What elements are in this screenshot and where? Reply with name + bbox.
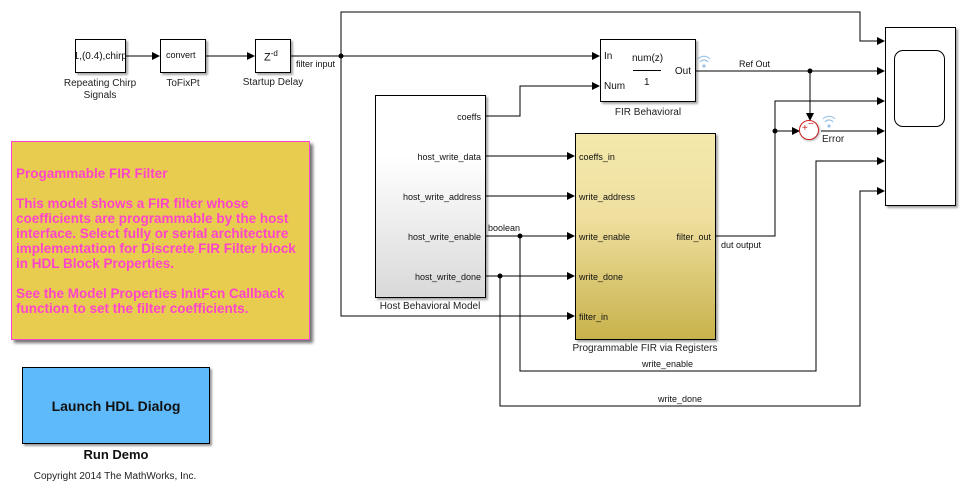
junction-ref-out xyxy=(807,68,813,74)
host-port-write-address: host_write_address xyxy=(402,192,481,202)
signal-logging-icon xyxy=(822,115,836,128)
host-behavioral-model-caption: Host Behavioral Model xyxy=(379,301,481,312)
tofixpt-block-content: convert xyxy=(166,50,196,60)
fir-denominator: 1 xyxy=(644,77,650,88)
scope-screen-icon xyxy=(894,50,945,127)
dut-port-filter-in: filter_in xyxy=(579,312,609,322)
chirp-block-content: 1,(0.4),chirp xyxy=(75,51,126,62)
sum-plus-sign: + xyxy=(802,123,808,134)
tofixpt-block[interactable]: convert xyxy=(160,39,206,73)
junction-filter-input xyxy=(338,53,344,59)
model-description-note: Progammable FIR Filter This model shows … xyxy=(11,141,310,340)
scope-block[interactable] xyxy=(885,27,956,206)
note-title: Progammable FIR Filter xyxy=(16,166,168,181)
fir-in-port: In xyxy=(604,51,613,62)
host-port-write-enable: host_write_enable xyxy=(407,232,481,242)
dut-port-write-address: write_address xyxy=(579,192,636,202)
dut-port-write-done: write_done xyxy=(579,272,624,282)
fir-behavioral-block[interactable]: In Num Out num(z) 1 xyxy=(600,39,696,102)
tofixpt-caption: ToFixPt xyxy=(166,78,200,89)
note-paragraph-2: See the Model Properties InitFcn Callbac… xyxy=(16,286,285,316)
signal-label-dut-output: dut output xyxy=(721,240,762,250)
startup-delay-caption: Startup Delay xyxy=(242,77,304,88)
dut-port-coeffs-in: coeffs_in xyxy=(579,152,615,162)
wire-filter-input-to-dut xyxy=(340,56,575,320)
signal-label-ref-out: Ref Out xyxy=(739,59,771,69)
delay-block-content: Z-d xyxy=(264,49,278,64)
signal-label-write-done: write_done xyxy=(658,394,703,404)
fir-fraction-bar xyxy=(633,70,661,71)
junction-write-enable xyxy=(517,233,523,239)
signal-label-filter-input: filter input xyxy=(296,59,336,69)
wire-filter-input-to-scope xyxy=(340,11,885,56)
copyright-text: Copyright 2014 The MathWorks, Inc. xyxy=(33,471,197,482)
host-behavioral-model-block[interactable]: coeffs host_write_data host_write_addres… xyxy=(375,95,486,298)
dut-port-write-enable: write_enable xyxy=(579,232,631,242)
error-sum-caption: Error xyxy=(822,134,845,145)
wire-write-done-to-scope xyxy=(499,187,885,407)
host-port-write-data: host_write_data xyxy=(417,152,481,162)
junction-write-done xyxy=(497,273,503,279)
wire-dut-output xyxy=(716,97,885,237)
fir-numerator: num(z) xyxy=(632,53,664,64)
fir-out-port: Out xyxy=(674,66,691,77)
launch-hdl-dialog-button[interactable]: Launch HDL Dialog xyxy=(22,367,210,444)
sum-minus-sign: − xyxy=(808,119,814,130)
note-paragraph-1: This model shows a FIR filter whose coef… xyxy=(16,196,296,271)
chirp-block-caption: Repeating Chirp Signals xyxy=(63,78,137,101)
error-sum-block[interactable]: + − xyxy=(799,120,819,140)
wire-coeffs xyxy=(485,82,600,117)
run-demo-caption: Run Demo xyxy=(83,447,149,462)
signal-logging-icon xyxy=(697,55,711,68)
fir-num-port: Num xyxy=(604,81,626,92)
dut-port-filter-out: filter_out xyxy=(676,232,711,242)
chirp-source-block[interactable]: 1,(0.4),chirp xyxy=(75,39,126,73)
fir-behavioral-caption: FIR Behavioral xyxy=(614,107,682,118)
programmable-fir-dut-block[interactable]: coeffs_in write_address write_enable wri… xyxy=(575,133,716,340)
startup-delay-block[interactable]: Z-d xyxy=(255,39,291,73)
programmable-fir-caption: Programmable FIR via Registers xyxy=(572,343,718,354)
wire-write-enable-to-scope xyxy=(519,157,885,372)
signal-label-boolean: boolean xyxy=(488,223,521,233)
host-port-write-done: host_write_done xyxy=(414,272,481,282)
host-port-coeffs: coeffs xyxy=(457,112,481,122)
signal-label-write-enable: write_enable xyxy=(642,359,694,369)
junction-dut-output xyxy=(772,128,778,134)
